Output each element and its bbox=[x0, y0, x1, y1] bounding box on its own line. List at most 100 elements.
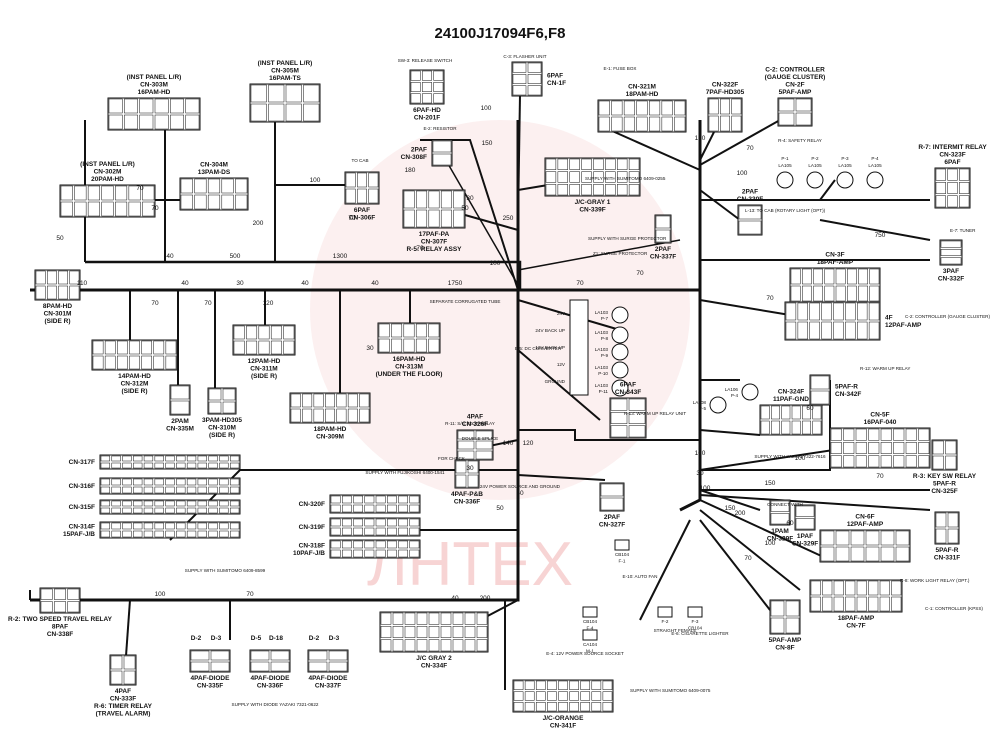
connector-label: J/C-GRAY 1 bbox=[575, 199, 611, 206]
connector-label: CN-331F bbox=[934, 555, 960, 562]
connector-pin bbox=[524, 691, 535, 701]
connector-pin bbox=[375, 540, 386, 549]
note-label: SUPPLY WITH DIODE YAZAKI 7321-0622 bbox=[232, 702, 319, 707]
diode-label: D-18 bbox=[269, 635, 283, 642]
connector-pin bbox=[617, 184, 628, 196]
connector-pin bbox=[330, 549, 341, 558]
connector-pin bbox=[557, 158, 568, 170]
connector-pin bbox=[154, 522, 164, 530]
connector-pin bbox=[40, 601, 53, 613]
connector-label: CN-329F bbox=[792, 541, 818, 548]
connector-pin bbox=[833, 302, 844, 321]
branch-7f bbox=[699, 509, 801, 591]
connector-pin bbox=[824, 268, 835, 285]
connector-body bbox=[819, 529, 911, 563]
connector-label: CN-6F bbox=[855, 514, 874, 521]
connector-pin bbox=[404, 626, 416, 638]
connector-pin bbox=[347, 408, 358, 423]
lamp-socket-icon bbox=[611, 306, 629, 324]
connector-pin bbox=[432, 140, 452, 153]
connector-pin bbox=[165, 478, 175, 486]
connector-pin bbox=[268, 84, 285, 103]
connector-label: CN-5F bbox=[870, 412, 889, 419]
lamp-id: P-5 bbox=[699, 406, 707, 411]
connector-label: CN-319F bbox=[299, 524, 325, 531]
small-part-label: F-1 bbox=[619, 559, 626, 564]
connector-pin bbox=[364, 495, 375, 504]
connector-pin bbox=[918, 442, 930, 454]
connector-label: CN-314F bbox=[69, 524, 95, 531]
connector-pin bbox=[674, 100, 686, 116]
connector-pin bbox=[879, 596, 890, 612]
wire-length: 40 bbox=[301, 280, 309, 287]
connector-label: CN-2F bbox=[785, 82, 804, 89]
connector-pin bbox=[35, 270, 46, 285]
connector-pin bbox=[270, 650, 290, 661]
connector-body bbox=[707, 97, 743, 133]
connector-pin bbox=[947, 195, 958, 208]
connector-pin bbox=[623, 100, 635, 116]
connector-label: CN-3F bbox=[825, 252, 844, 259]
small-part-label: F-3 bbox=[692, 619, 699, 624]
connector-body bbox=[99, 454, 241, 470]
connector-label: 16PAM-HD bbox=[138, 89, 171, 96]
connector-label: 6PAF bbox=[354, 207, 370, 214]
note-label: SUPPLY WITH FUJIKOSHI 6400-1541 bbox=[365, 470, 445, 475]
connector-label: CN-321M bbox=[628, 84, 656, 91]
connector-pin bbox=[428, 612, 440, 625]
connector-pin bbox=[558, 680, 568, 690]
connector-label: 18PAF-AMP bbox=[838, 615, 875, 622]
connector-label: CN-320F bbox=[299, 501, 325, 508]
connector-pin bbox=[830, 442, 842, 454]
connector-pin bbox=[791, 420, 801, 435]
connector-pin bbox=[795, 98, 812, 112]
connector-body bbox=[207, 387, 237, 415]
connector-label: CN-316F bbox=[69, 483, 95, 490]
connector-pin bbox=[87, 201, 100, 217]
connector-pin bbox=[824, 285, 835, 302]
connector-pin bbox=[398, 504, 408, 513]
connector-body bbox=[939, 239, 963, 266]
connector-pin bbox=[375, 527, 386, 536]
connector-pin bbox=[785, 617, 800, 634]
connector-pin bbox=[833, 596, 844, 612]
wire-length: 40 bbox=[371, 280, 379, 287]
connector-pin bbox=[165, 500, 175, 507]
connector-pin bbox=[581, 158, 592, 170]
wire-length: 100 bbox=[700, 485, 711, 492]
connector-body bbox=[409, 69, 445, 105]
connector-pin bbox=[409, 549, 420, 558]
branch-342f bbox=[700, 380, 831, 471]
connector-label: CN-334F bbox=[421, 663, 447, 670]
connector-cn-336f bbox=[454, 459, 480, 489]
connector-pin bbox=[233, 340, 245, 355]
lamp-id: P-7 bbox=[601, 316, 609, 321]
connector-cn-317f bbox=[99, 454, 241, 470]
note-label: SEPARATE CORRUGATED TUBE bbox=[430, 299, 501, 304]
wire-length: 70 bbox=[746, 145, 754, 152]
connector-pin bbox=[186, 478, 197, 486]
connector-pin bbox=[246, 325, 258, 340]
connector-pin bbox=[868, 455, 880, 468]
connector-pin bbox=[197, 462, 207, 469]
connector-label: 2PAF bbox=[411, 147, 427, 154]
connector-cn-307f bbox=[402, 189, 466, 229]
connector-pin bbox=[190, 661, 210, 672]
connector-pin bbox=[475, 430, 493, 440]
branch-6f bbox=[699, 499, 831, 561]
connector-pin bbox=[891, 596, 902, 612]
connector-pin bbox=[790, 285, 801, 302]
connector-body bbox=[99, 499, 241, 515]
connector-pin bbox=[176, 486, 186, 494]
connector-label: (INST PANEL L/R) bbox=[127, 74, 182, 81]
connector-pin bbox=[154, 486, 164, 494]
connector-pin bbox=[353, 540, 363, 549]
connector-pin bbox=[154, 530, 164, 538]
connector-pin bbox=[398, 518, 408, 527]
connector-pin bbox=[387, 527, 397, 536]
connector-pin bbox=[235, 194, 248, 210]
converter-tap-label: 24V bbox=[557, 311, 566, 316]
lamp-code: LA103 bbox=[595, 330, 609, 335]
connector-pin bbox=[153, 340, 165, 355]
connector-label: CN-330F bbox=[737, 196, 763, 203]
